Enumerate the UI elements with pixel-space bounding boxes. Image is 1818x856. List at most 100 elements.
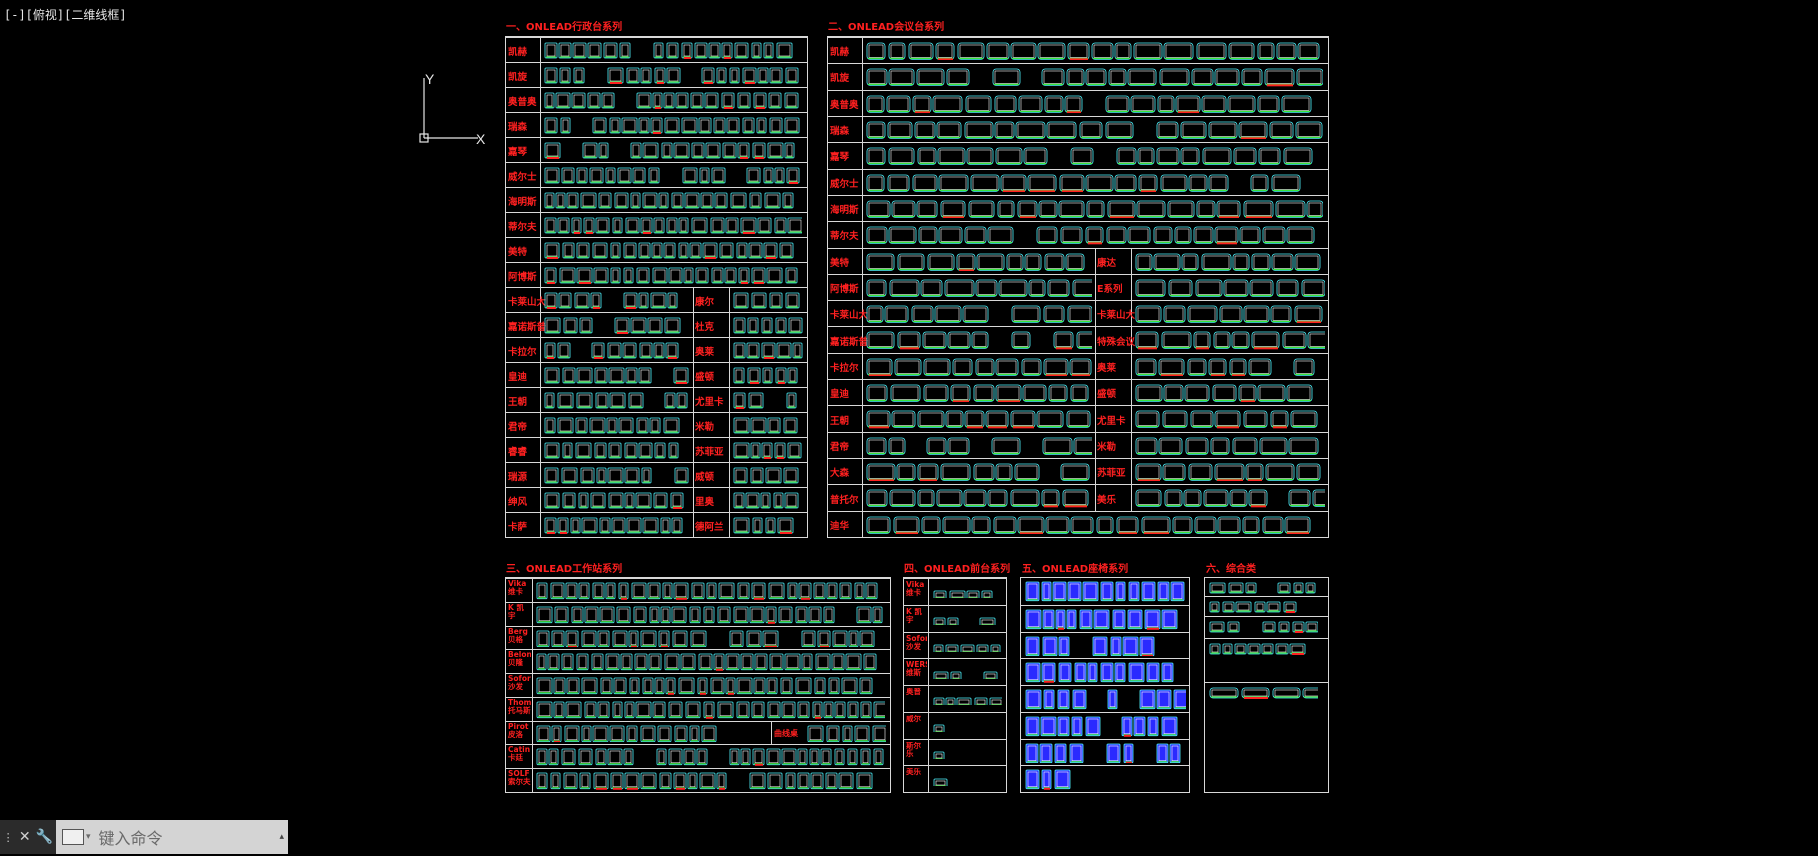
- row-label: 普托尔: [830, 494, 859, 506]
- chevron-down-icon[interactable]: ▾: [86, 832, 91, 842]
- panel-1-row: 嘉琴: [506, 137, 807, 162]
- cad-block-strip: [544, 492, 684, 509]
- row-label-right: 卡莱山大: [1097, 310, 1136, 322]
- row-label: K 凯宇: [906, 607, 922, 624]
- panel-1-row: 绅风 里奥: [506, 487, 807, 512]
- cad-blocks: [865, 146, 1323, 165]
- panel-2-row: 迪华: [828, 510, 1328, 537]
- wrench-icon[interactable]: 🔧: [35, 829, 54, 845]
- panel-3-row: Berg 贝格: [506, 625, 890, 650]
- panel-2-row: 威尔士: [828, 168, 1328, 195]
- cad-blocks: [543, 116, 802, 134]
- panel-2-split: [1095, 459, 1096, 485]
- cad-blocks: [932, 693, 1002, 706]
- row-label: 君帝: [508, 421, 528, 433]
- cad-blocks: [865, 357, 1092, 377]
- row-label: 睿睿: [508, 446, 528, 458]
- panel-1-split: [693, 413, 694, 437]
- panel-1-row: 卡拉尔奥莱: [506, 337, 807, 362]
- row-label: 卡莱山大: [830, 310, 869, 322]
- cad-block-strip: [733, 517, 794, 534]
- panel-1-row: 皇迪盛顿: [506, 362, 807, 387]
- cad-blocks: [932, 774, 954, 786]
- panel-1-split-2: [729, 388, 730, 412]
- row-label-right: 盛顿: [695, 371, 715, 383]
- row-label-right: 里奥: [695, 496, 715, 508]
- panel-1-row: 卡萨德阿兰: [506, 512, 807, 537]
- panel-4-row: 斯尔乐: [904, 738, 1006, 766]
- panel-5-row: [1021, 685, 1189, 712]
- row-label: K 凯宇: [508, 603, 524, 620]
- panel-2-split: [1095, 301, 1096, 327]
- row-label-right: E系列: [1097, 283, 1123, 295]
- cad-block-strip: [1135, 463, 1321, 482]
- panel-2-split-2: [1131, 432, 1132, 459]
- row-label-right: 奥莱: [695, 346, 715, 358]
- row-label: 瑞森: [508, 121, 528, 133]
- command-input[interactable]: ▾ 键入命令 ▴: [56, 820, 288, 854]
- panel-6-title: 六、综合类: [1206, 564, 1256, 575]
- cad-blocks: [865, 199, 1323, 219]
- cad-block-strip: [866, 68, 1323, 87]
- cad-blocks: [1208, 599, 1318, 614]
- cad-block-strip: [866, 305, 1092, 323]
- panel-4-row: WERSH 维斯: [904, 658, 1006, 685]
- row-label: 绅风: [508, 496, 528, 508]
- cad-blocks: [543, 191, 802, 209]
- command-history-icon[interactable]: [62, 829, 84, 845]
- cad-block-strip: [866, 42, 1320, 61]
- panel-2-split-2: [1131, 327, 1132, 353]
- cad-block-strip: [1209, 601, 1297, 613]
- panel-1-split: [693, 513, 694, 537]
- close-icon[interactable]: ✕: [18, 829, 31, 845]
- cad-blocks: [1024, 768, 1074, 790]
- cad-block-strip: [1025, 743, 1181, 764]
- panel-6-row: [1205, 616, 1328, 638]
- panel-1-title: 一、ONLEAD行政台系列: [506, 22, 623, 33]
- row-label: 威尔: [906, 714, 921, 723]
- row-label: 凯旋: [830, 73, 850, 85]
- row-label: Sofor 沙发: [906, 634, 927, 651]
- cad-blocks: [543, 441, 690, 459]
- row-label: WERSH 维斯: [906, 661, 927, 678]
- cad-blocks: [865, 304, 1092, 323]
- cad-block-strip: [733, 367, 798, 384]
- panel-1-row: 嘉诺斯普杜克: [506, 312, 807, 337]
- cad-block-strip: [536, 653, 877, 672]
- cad-blocks: [535, 629, 885, 648]
- panel-1-row: 阿博斯: [506, 262, 807, 287]
- cad-blocks: [535, 676, 885, 695]
- panel-2-row: 卡莱山大 卡莱山大: [828, 300, 1328, 327]
- row-label: 嘉诺斯普: [830, 336, 869, 348]
- row-label: 海明斯: [830, 205, 859, 217]
- cad-blocks: [543, 316, 690, 334]
- viewport-label[interactable]: [-][俯视][二维线框]: [4, 8, 127, 22]
- cad-blocks: [1134, 436, 1325, 455]
- cad-block-strip: [536, 606, 883, 624]
- cad-block-strip: [866, 516, 1311, 534]
- cad-block-strip: [733, 317, 803, 334]
- cad-block-strip: [536, 725, 717, 743]
- panel-2-split: [1095, 406, 1096, 432]
- cad-block-strip: [866, 147, 1313, 165]
- chevron-up-icon[interactable]: ▴: [279, 832, 284, 842]
- row-label: 奥普奥: [830, 99, 859, 111]
- panel-2-split: [1095, 353, 1096, 380]
- grip-icon[interactable]: ⋮: [2, 830, 14, 844]
- cad-blocks: [732, 316, 804, 334]
- panel-2-split-2: [1131, 301, 1132, 327]
- cad-blocks: [1134, 383, 1325, 403]
- cad-block-strip: [866, 174, 1301, 192]
- panel-2-split-2: [1131, 380, 1132, 406]
- row-label-right: 特殊会议: [1097, 336, 1136, 348]
- panel-2-row: 奥普奥: [828, 89, 1328, 116]
- cad-blocks: [865, 120, 1323, 140]
- panel-1-row: 凯赫: [506, 37, 807, 62]
- row-label-right: 威顿: [695, 471, 715, 483]
- cad-block-strip: [933, 671, 998, 679]
- row-label: 威尔士: [508, 171, 537, 183]
- panel-1-split-2: [729, 463, 730, 487]
- cad-block-strip: [544, 192, 794, 209]
- row-label-right: 德阿兰: [695, 521, 724, 533]
